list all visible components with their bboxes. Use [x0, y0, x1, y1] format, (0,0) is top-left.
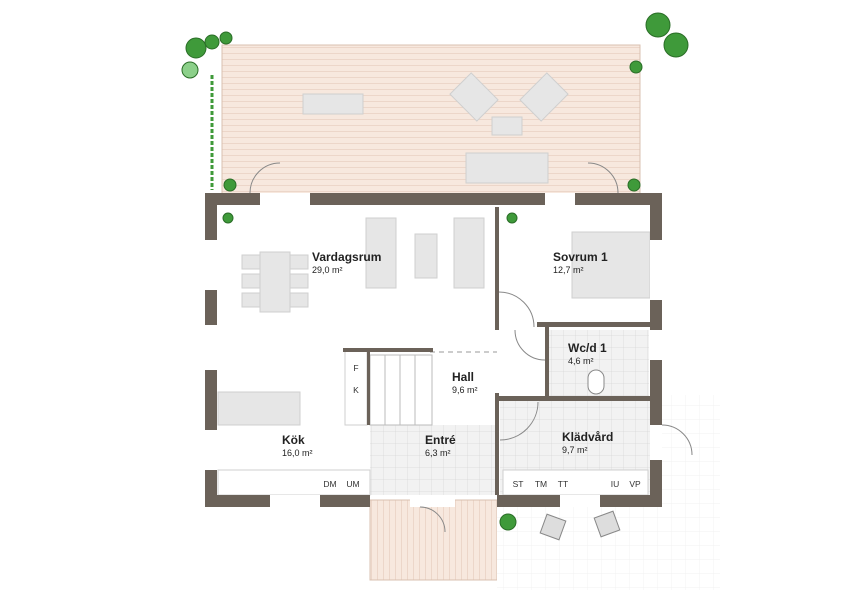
- room-area: 6,3 m²: [425, 447, 451, 458]
- toilet: [587, 369, 605, 395]
- cabinet-label: DM: [323, 479, 337, 489]
- patio: [497, 395, 720, 590]
- entrance-deck: [369, 499, 498, 581]
- room-name: Kök: [282, 433, 305, 447]
- plants: [181, 12, 689, 531]
- room-area: 9,6 m²: [452, 384, 478, 395]
- furniture: [217, 72, 651, 496]
- room-name: Wc/d 1: [568, 341, 607, 355]
- room-area: 12,7 m²: [553, 264, 584, 275]
- room-area: 16,0 m²: [282, 447, 313, 458]
- room-area: 4,6 m²: [568, 355, 594, 366]
- cabinet-label: F: [353, 363, 359, 373]
- entre-floor: [370, 425, 497, 495]
- room-name: Sovrum 1: [553, 250, 608, 264]
- cabinet-label: K: [353, 385, 359, 395]
- cabinet-label: ST: [512, 479, 524, 489]
- door-swings: [249, 162, 693, 533]
- room-name: Vardagsrum: [312, 250, 382, 264]
- windows: [205, 193, 662, 507]
- room-area: 29,0 m²: [312, 264, 343, 275]
- room-name: Hall: [452, 370, 475, 384]
- cabinet-label: TM: [534, 479, 548, 489]
- room-area: 9,7 m²: [562, 444, 588, 455]
- terrace-deck: [221, 44, 641, 196]
- cabinet-label: UM: [346, 479, 360, 489]
- patio-chairs: [539, 510, 621, 541]
- cabinet-label: IU: [610, 479, 620, 489]
- room-name: Klädvård: [562, 430, 614, 444]
- cabinet-label: VP: [629, 479, 641, 489]
- room-name: Entré: [425, 433, 456, 447]
- cabinet-label: TT: [557, 479, 569, 489]
